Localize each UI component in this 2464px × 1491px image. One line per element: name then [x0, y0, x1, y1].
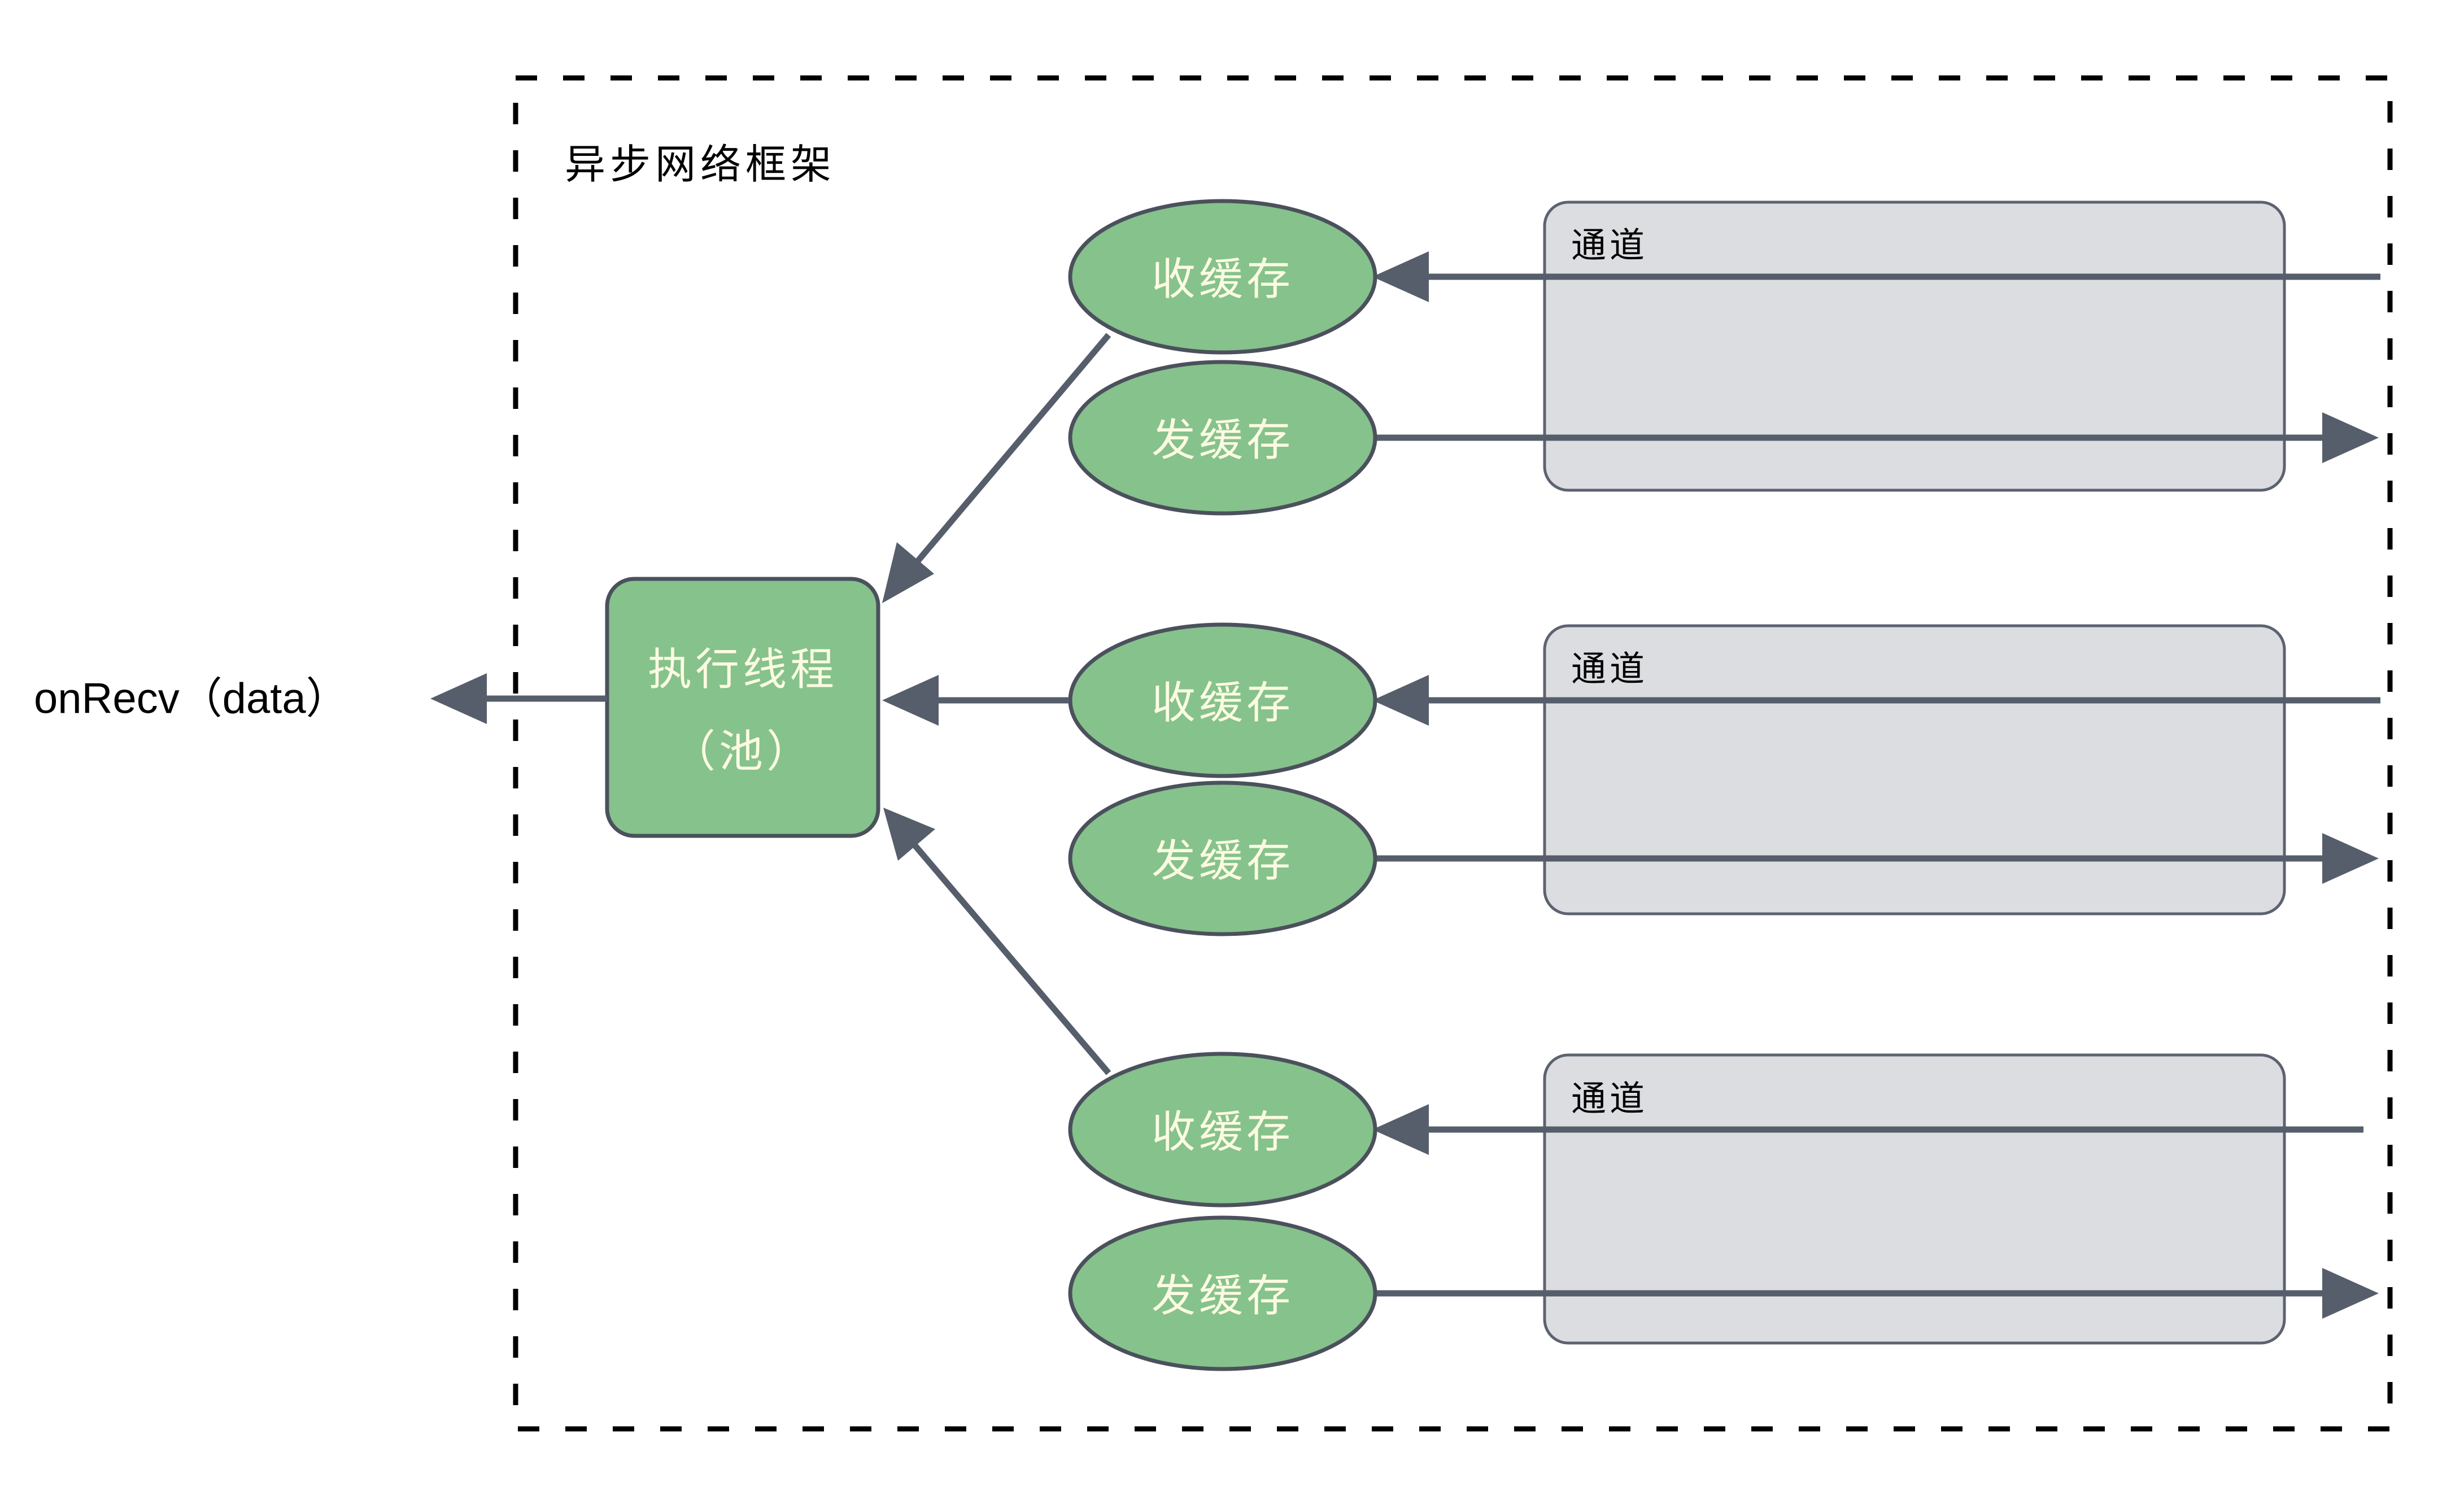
send-buffer-1-label: 发缓存: [1152, 415, 1294, 465]
arrowhead-thread-from-recv3: [883, 808, 935, 861]
send-buffer-3-label: 发缓存: [1152, 1271, 1294, 1320]
arrowhead-onrecv: [430, 673, 487, 724]
send-buffer-1[interactable]: [1068, 360, 1377, 516]
recv-buffer-2-label: 收缓存: [1152, 678, 1294, 727]
send-buffer-2-label: 发缓存: [1152, 836, 1294, 886]
recv-buffer-3-label: 收缓存: [1152, 1107, 1294, 1157]
channel-label-3: 通道: [1571, 1080, 1648, 1119]
recv-buffer-1[interactable]: [1068, 199, 1377, 355]
thread-pool-label-line2: （池）: [671, 726, 814, 776]
framework-title: 异步网络框架: [565, 142, 836, 188]
execution-thread-pool-box[interactable]: [605, 577, 880, 838]
recv-buffer-3[interactable]: [1068, 1052, 1377, 1207]
onrecv-callback-label: onRecv（data）: [34, 675, 349, 723]
recv-buffer-2[interactable]: [1068, 622, 1377, 778]
arrowhead-thread-from-recv2: [882, 675, 939, 726]
channel-label-1: 通道: [1571, 226, 1648, 265]
arrowhead-recv2: [1372, 675, 1429, 726]
thread-pool-label-line1: 执行线程: [648, 644, 838, 694]
recv-buffer-1-label: 收缓存: [1152, 254, 1294, 304]
arrowhead-channel3-out: [2322, 1268, 2379, 1319]
edge-recv3-to-thread: [896, 825, 1111, 1075]
edge-recv1-to-thread: [895, 333, 1111, 587]
arrowhead-channel1-out: [2322, 412, 2379, 463]
channel-box-2: [1543, 624, 2286, 915]
channel-box-3: [1543, 1053, 2286, 1345]
channel-box-1: [1543, 200, 2286, 492]
arrowhead-thread-from-recv1: [882, 542, 934, 603]
send-buffer-3[interactable]: [1068, 1215, 1377, 1371]
arrowhead-channel2-out: [2322, 833, 2379, 884]
arrowhead-recv3: [1372, 1104, 1429, 1155]
channel-label-2: 通道: [1571, 650, 1648, 689]
arrowhead-recv1: [1372, 251, 1429, 302]
send-buffer-2[interactable]: [1068, 781, 1377, 936]
